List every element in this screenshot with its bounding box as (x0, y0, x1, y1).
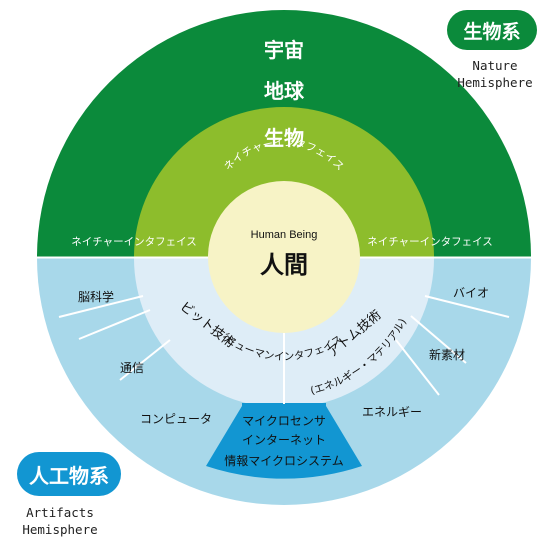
artifacts-caption-line1: Artifacts (26, 505, 94, 520)
brain-science-label: 脳科学 (78, 289, 114, 304)
human-label: 人間 (260, 251, 308, 279)
artifacts-badge: 人工物系 (17, 452, 121, 496)
nature-interface-right: ネイチャーインタフェイス (367, 236, 493, 248)
artifacts-badge-label: 人工物系 (29, 463, 109, 488)
nature-interface-left: ネイチャーインタフェイス (71, 236, 197, 248)
nature-caption: Nature Hemisphere (445, 57, 545, 91)
new-materials-label: 新素材 (429, 347, 465, 362)
bio-label: バイオ (453, 286, 489, 300)
micro-systems-wedge (206, 403, 362, 479)
human-being-label: Human Being (251, 229, 318, 241)
computer-label: コンピュータ (140, 412, 212, 426)
earth-label: 地球 (264, 79, 305, 103)
space-label: 宇宙 (264, 38, 304, 62)
info-micro-system-label: 情報マイクロシステム (224, 454, 343, 468)
artifacts-caption-line2: Hemisphere (22, 522, 98, 537)
micro-sensor-label: マイクロセンサ (242, 414, 326, 428)
human-core (208, 181, 360, 333)
nature-badge-label: 生物系 (463, 20, 521, 43)
artifacts-caption: Artifacts Hemisphere (5, 504, 115, 538)
nature-caption-line1: Nature (472, 58, 518, 73)
nature-badge: 生物系 (447, 10, 537, 50)
life-label: 生物 (264, 126, 304, 150)
energy-label: エネルギー (362, 405, 422, 419)
communication-label: 通信 (120, 361, 144, 375)
internet-label: インターネット (242, 433, 326, 447)
nature-caption-line2: Hemisphere (457, 75, 533, 90)
